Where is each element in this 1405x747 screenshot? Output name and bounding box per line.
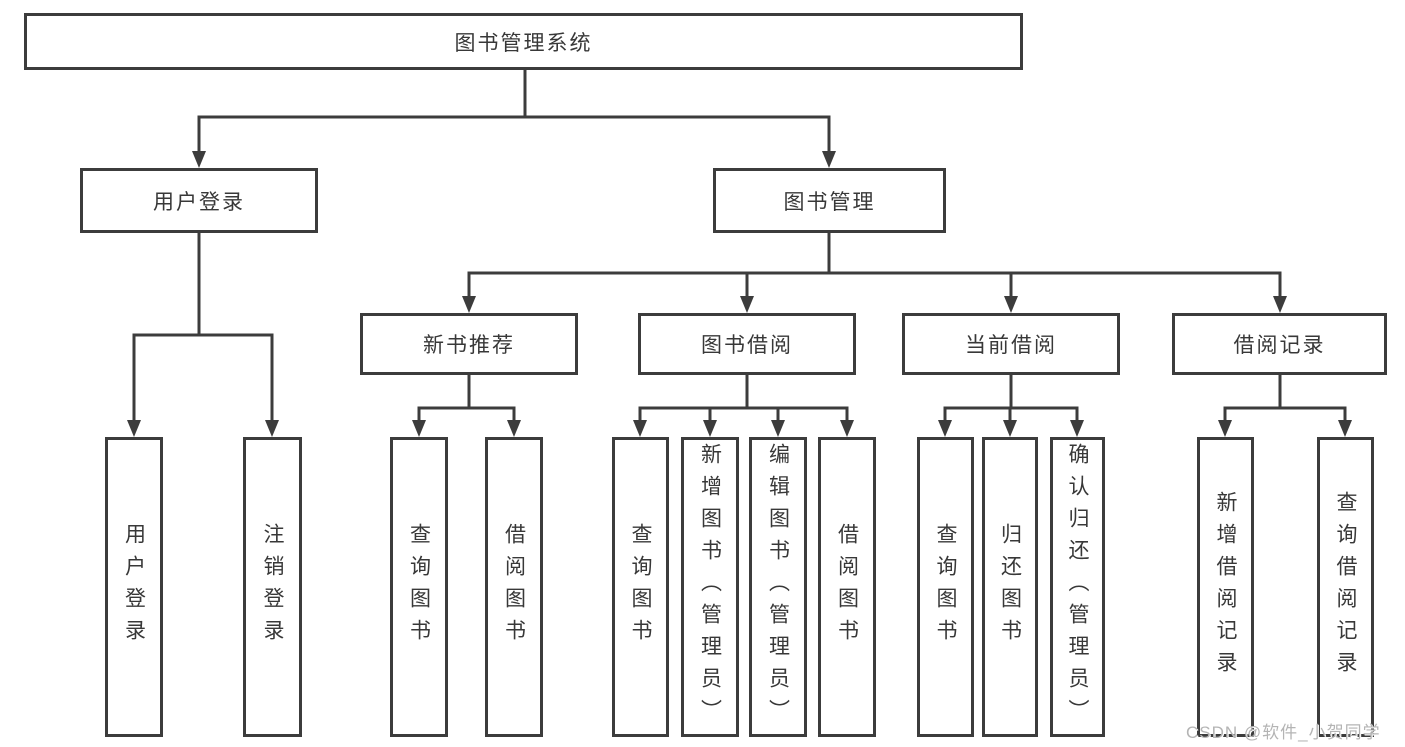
node-book-management-label: 图书管理 xyxy=(783,190,876,214)
node-borrowing-records-label: 借阅记录 xyxy=(1233,334,1326,357)
node-current-borrowing: 当前借阅 xyxy=(902,313,1120,375)
leaf-recommend-query-book-label: 查询图书 xyxy=(407,523,431,651)
leaf-borrowing-query-book-label: 查询图书 xyxy=(629,523,652,651)
csdn-watermark: CSDN @软件_小贺同学 xyxy=(1186,723,1381,742)
leaf-confirm-return-admin-label: 确认归还（管理员） xyxy=(1066,443,1089,731)
node-book-management: 图书管理 xyxy=(713,168,946,233)
leaf-borrowing-borrow-book: 借阅图书 xyxy=(818,437,876,737)
leaf-confirm-return-admin: 确认归还（管理员） xyxy=(1050,437,1105,737)
leaf-add-book-admin-label: 新增图书（管理员） xyxy=(698,443,722,731)
leaf-logout-label: 注销登录 xyxy=(261,523,284,651)
leaf-edit-book-admin: 编辑图书（管理员） xyxy=(749,437,807,737)
node-system-root-label: 图书管理系统 xyxy=(454,31,593,55)
leaf-user-login: 用户登录 xyxy=(105,437,163,737)
leaf-current-query-book: 查询图书 xyxy=(917,437,974,737)
leaf-return-book-label: 归还图书 xyxy=(998,523,1022,651)
leaf-return-book: 归还图书 xyxy=(982,437,1038,737)
node-book-borrowing: 图书借阅 xyxy=(638,313,856,375)
leaf-add-borrow-record: 新增借阅记录 xyxy=(1197,437,1254,737)
leaf-query-borrow-record: 查询借阅记录 xyxy=(1317,437,1374,737)
leaf-edit-book-admin-label: 编辑图书（管理员） xyxy=(766,443,790,731)
node-new-book-recommend: 新书推荐 xyxy=(360,313,578,375)
node-system-root: 图书管理系统 xyxy=(24,13,1023,70)
leaf-logout: 注销登录 xyxy=(243,437,302,737)
leaf-add-borrow-record-label: 新增借阅记录 xyxy=(1214,491,1237,683)
node-borrowing-records: 借阅记录 xyxy=(1172,313,1387,375)
leaf-recommend-borrow-book-label: 借阅图书 xyxy=(502,523,526,651)
leaf-query-borrow-record-label: 查询借阅记录 xyxy=(1334,491,1357,683)
leaf-borrowing-query-book: 查询图书 xyxy=(612,437,669,737)
node-user-login-label: 用户登录 xyxy=(153,190,245,214)
leaf-borrowing-borrow-book-label: 借阅图书 xyxy=(835,523,859,651)
leaf-recommend-borrow-book: 借阅图书 xyxy=(485,437,543,737)
leaf-current-query-book-label: 查询图书 xyxy=(934,523,957,651)
node-new-book-recommend-label: 新书推荐 xyxy=(423,334,515,357)
node-book-borrowing-label: 图书借阅 xyxy=(701,334,793,357)
node-user-login: 用户登录 xyxy=(80,168,318,233)
leaf-add-book-admin: 新增图书（管理员） xyxy=(681,437,739,737)
node-current-borrowing-label: 当前借阅 xyxy=(965,334,1057,357)
leaf-recommend-query-book: 查询图书 xyxy=(390,437,448,737)
leaf-user-login-label: 用户登录 xyxy=(122,523,146,651)
